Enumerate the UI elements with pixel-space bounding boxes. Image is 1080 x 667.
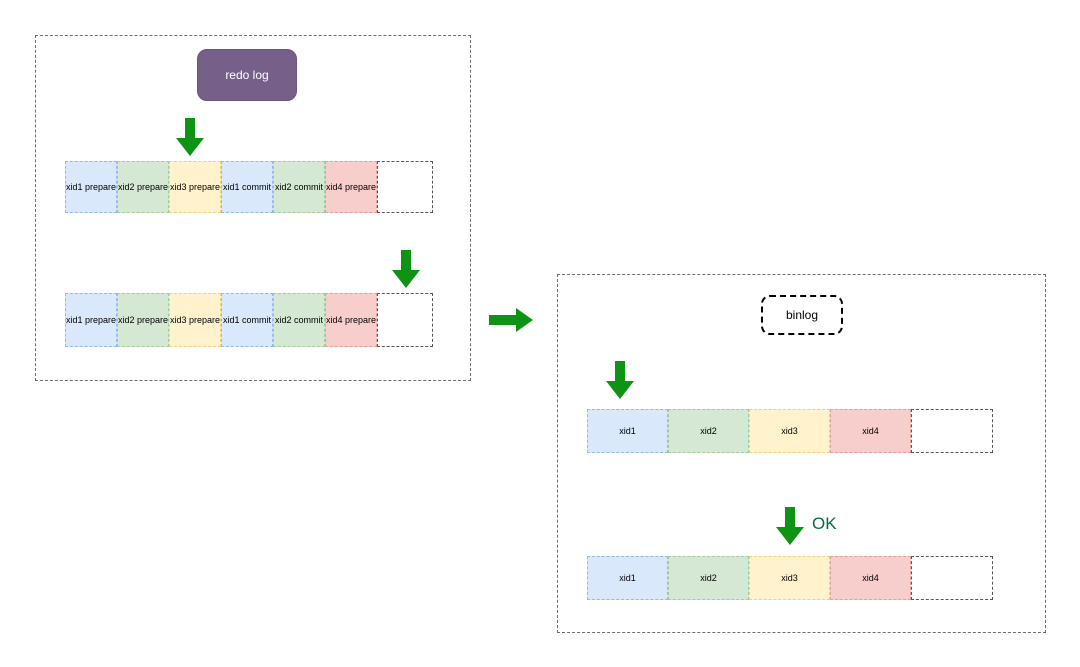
log-cell: xid1 commit <box>221 293 273 347</box>
redo-log-row-2: xid1 prepare xid2 prepare xid3 prepare x… <box>65 293 433 347</box>
log-cell: xid2 <box>668 556 749 600</box>
log-cell: xid4 prepare <box>325 293 377 347</box>
log-cell: xid1 <box>587 556 668 600</box>
down-arrow-icon <box>776 507 804 545</box>
redo-log-box: redo log <box>197 49 297 101</box>
log-cell: xid3 prepare <box>169 161 221 213</box>
binlog-label: binlog <box>785 308 819 322</box>
binlog-row-2: xid1 xid2 xid3 xid4 <box>587 556 993 600</box>
log-cell: xid4 prepare <box>325 161 377 213</box>
empty-log-cell <box>911 556 993 600</box>
log-cell: xid1 prepare <box>65 293 117 347</box>
log-cell: xid1 <box>587 409 668 453</box>
log-cell: xid2 prepare <box>117 293 169 347</box>
log-cell: xid3 <box>749 409 830 453</box>
binlog-box: binlog <box>761 295 843 335</box>
log-cell: xid2 commit <box>273 161 325 213</box>
log-cell: xid4 <box>830 409 911 453</box>
log-cell: xid1 prepare <box>65 161 117 213</box>
empty-log-cell <box>377 161 433 213</box>
ok-label: OK <box>812 514 837 533</box>
log-cell: xid2 prepare <box>117 161 169 213</box>
redo-log-label: redo log <box>225 68 269 82</box>
log-cell: xid2 <box>668 409 749 453</box>
down-arrow-icon <box>392 250 420 288</box>
redo-log-row-1: xid1 prepare xid2 prepare xid3 prepare x… <box>65 161 433 213</box>
log-cell: xid3 <box>749 556 830 600</box>
binlog-row-1: xid1 xid2 xid3 xid4 <box>587 409 993 453</box>
empty-log-cell <box>377 293 433 347</box>
empty-log-cell <box>911 409 993 453</box>
redo-log-panel <box>35 35 471 381</box>
down-arrow-icon <box>606 361 634 399</box>
log-cell: xid3 prepare <box>169 293 221 347</box>
log-cell: xid4 <box>830 556 911 600</box>
binlog-panel <box>557 274 1046 633</box>
down-arrow-icon <box>176 118 204 156</box>
log-cell: xid2 commit <box>273 293 325 347</box>
right-arrow-icon <box>489 308 533 332</box>
log-cell: xid1 commit <box>221 161 273 213</box>
